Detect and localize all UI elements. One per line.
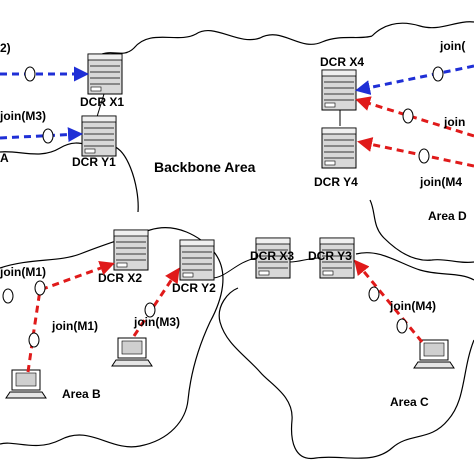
red-join-arrow-area-d-m4 (357, 137, 474, 168)
join-label-area-d-m4: join(M4 (419, 175, 462, 189)
join-node-area-d-m4 (418, 148, 430, 164)
label-dcr-y4: DCR Y4 (314, 175, 358, 189)
join-node-area-d-top (432, 66, 444, 82)
router-y2 (179, 239, 215, 281)
join-node-area-c-1 (368, 286, 380, 302)
red-join-arrow-area-d-mid (355, 96, 474, 138)
join-label-area-b-m3: join(M3) (133, 315, 180, 329)
router-x4 (321, 69, 357, 111)
label-dcr-x3: DCR X3 (250, 249, 294, 263)
area-d-boundary (369, 21, 474, 264)
router-x1 (87, 53, 123, 95)
join-node-area-c-2 (396, 318, 408, 334)
join-node-area-b-2 (34, 280, 46, 296)
label-dcr-y3: DCR Y3 (308, 249, 352, 263)
host-area-b-left (5, 369, 47, 399)
join-label-area-b-m1: join(M1) (51, 319, 98, 333)
label-backbone-area: Backbone Area (154, 159, 256, 175)
join-node-top-left (24, 66, 36, 82)
red-join-arrow-area-b-left (26, 261, 115, 373)
label-area-c: Area C (390, 395, 429, 409)
host-area-c (413, 339, 455, 369)
join-node-area-b-1 (2, 288, 14, 304)
area-b-boundary (0, 227, 224, 448)
join-node-area-d-mid (402, 108, 414, 124)
join-label-area-d-top: join( (439, 39, 465, 53)
label-dcr-y2: DCR Y2 (172, 281, 216, 295)
blue-join-arrow-area-d (355, 64, 474, 95)
host-area-b-right (111, 337, 153, 367)
red-join-arrow-area-b-right (132, 267, 180, 337)
blue-join-arrow-left (0, 127, 83, 143)
label-dcr-x4: DCR X4 (320, 55, 364, 69)
join-label-area-c-m4: join(M4) (389, 299, 436, 313)
link-x3-y3 (289, 257, 321, 263)
label-dcr-x2: DCR X2 (98, 271, 142, 285)
area-a-boundary (0, 142, 139, 213)
label-area-b: Area B (62, 387, 101, 401)
router-x2 (113, 229, 149, 271)
label-area-a: A (0, 151, 9, 165)
join-node-m3-left (42, 128, 54, 144)
join-label-top-left: 2) (0, 41, 11, 55)
join-label-area-b-left: join(M1) (0, 265, 46, 279)
join-label-m3-left: join(M3) (0, 109, 46, 123)
link-y2-x3 (211, 257, 257, 279)
router-y4 (321, 127, 357, 169)
label-dcr-y1: DCR Y1 (72, 155, 116, 169)
area-c-boundary (218, 252, 474, 460)
backbone-boundary (94, 29, 373, 59)
join-node-area-b-4 (144, 302, 156, 318)
join-label-area-d-mid: join (443, 115, 465, 129)
router-y1 (81, 115, 117, 157)
label-dcr-x1: DCR X1 (80, 95, 124, 109)
join-node-area-b-3 (28, 332, 40, 348)
red-join-arrow-area-c (354, 259, 424, 343)
label-area-d: Area D (428, 209, 467, 223)
